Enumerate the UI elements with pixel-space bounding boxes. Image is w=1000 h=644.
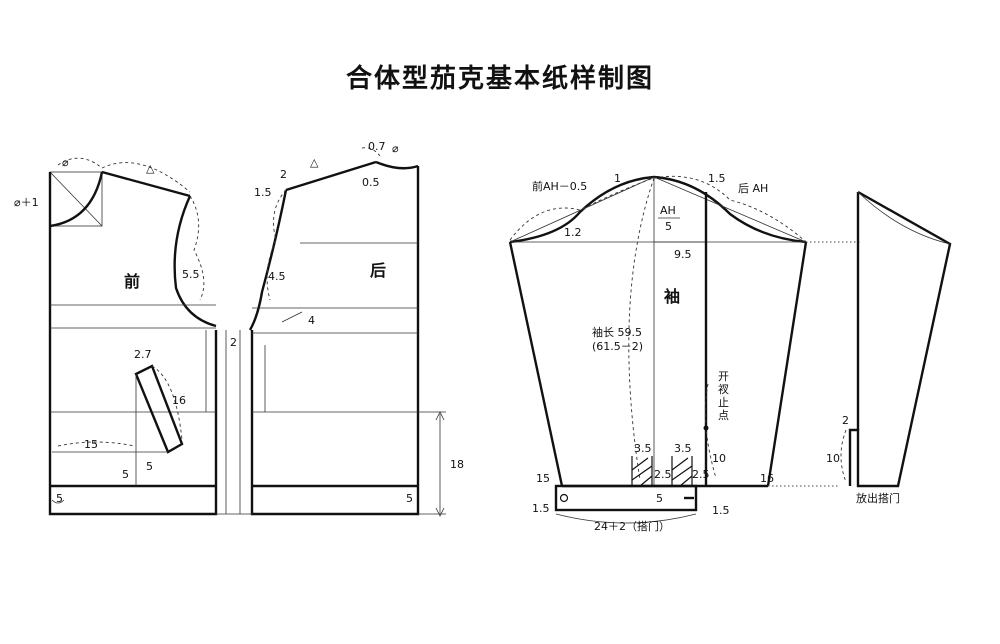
front-measure-5-5: 5.5 [182,268,200,281]
sleeve-ah-denominator: 5 [665,220,672,233]
vent-char-3: 止 [718,396,729,409]
front-circle-plus-mark: ⌀＋1 [14,196,39,209]
cuff-measure-5: 5 [656,492,663,505]
front-neckline [49,171,104,228]
sleeve-length-line2: (61.5－2) [592,340,643,353]
sleeve-measure-2-5b: 2.5 [692,468,710,481]
back-armhole [248,189,288,331]
sleeve-label: 袖 [664,287,680,306]
front-measure-5c: 5 [56,492,63,505]
back-measure-2: 2 [280,168,287,181]
cuff [554,484,698,512]
sleeve [508,175,860,524]
sleeve-measure-9-5: 9.5 [674,248,692,261]
sleeve-measure-2-5a: 2.5 [654,468,672,481]
front-armhole [173,195,217,328]
back-measure-0-5: 0.5 [362,176,380,189]
sleeve-measure-16: 16 [760,472,774,485]
extension-measure-10: 10 [826,452,840,465]
sleeve-measure-10: 10 [712,452,726,465]
sleeve-measure-15: 15 [536,472,550,485]
vent-char-2: 衩 [718,383,729,396]
front-measure-5b: 5 [146,460,153,473]
sleeve-back-ah: 后 AH [738,182,768,195]
front-triangle-mark: △ [146,162,155,175]
cuff-measure-1-5b: 1.5 [712,504,730,517]
sleeve-measure-1-2: 1.2 [564,226,582,239]
front-welt-pocket [134,364,184,454]
back-shoulder [285,160,377,192]
back-measure-18: 18 [450,458,464,471]
front-measure-16: 16 [172,394,186,407]
vent-char-1: 开 [718,370,729,383]
back-outline [250,166,420,516]
sleeve-measure-1-5: 1.5 [708,172,726,185]
sleeve-ah-numerator: AH [660,204,676,217]
cuff-measure-1-5a: 1.5 [532,502,550,515]
extension-label: 放出搭门 [856,491,900,505]
front-circle-mark: ⌀ [62,156,69,169]
sleeve-length-line1: 袖长 59.5 [592,325,642,339]
sleeve-measure-3-5b: 3.5 [674,442,692,455]
back-circle-mark: ⌀ [392,142,399,155]
extension-outline [848,190,952,488]
back-measure-4-5: 4.5 [268,270,286,283]
vent-stop-point [703,425,709,431]
cuff-buttonhole [559,493,569,503]
back-label: 后 [370,261,386,280]
placket-extension [840,190,952,488]
back-neckline [375,160,419,170]
sleeve-front-ah: 前AH－0.5 [532,179,587,193]
front-shoulder [101,170,191,198]
front-outline [48,172,218,516]
back-measure-5: 5 [406,492,413,505]
extension-measure-2: 2 [842,414,849,427]
back-bodice [216,147,446,517]
sleeve-back-seam [766,241,808,487]
cuff-width-label: 24＋2（搭门） [594,519,670,533]
sleeve-measure-1: 1 [614,172,621,185]
back-measure-0-7: 0.7 [368,140,386,153]
page-title: 合体型茄克基本纸样制图 [345,64,654,94]
sleeve-measure-3-5a: 3.5 [634,442,652,455]
front-measure-2-7: 2.7 [134,348,152,361]
vent-char-4: 点 [718,409,729,422]
back-measure-1-5: 1.5 [254,186,272,199]
front-bodice [48,157,218,516]
back-triangle-mark: △ [310,156,319,169]
sleeve-pleats [631,456,693,487]
front-back-measure-2: 2 [230,336,237,349]
front-label: 前 [124,272,140,291]
back-measure-4: 4 [308,314,315,327]
front-measure-15: 15 [84,438,98,451]
front-measure-5a: 5 [122,468,129,481]
sleeve-front-seam [508,241,564,487]
